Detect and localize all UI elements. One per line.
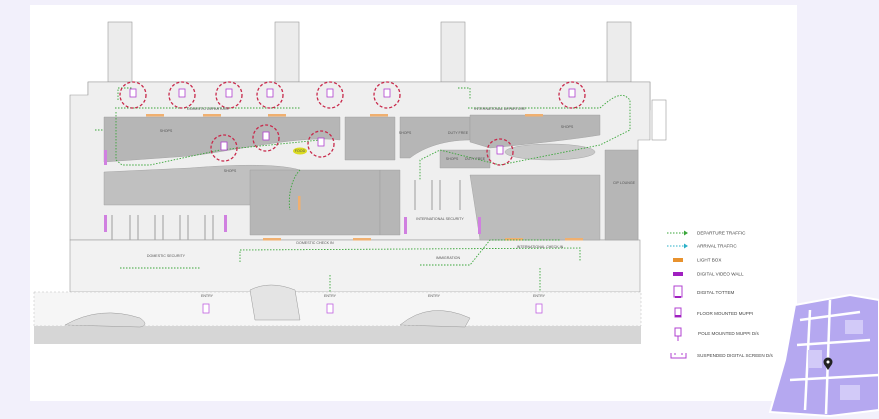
legend-label: LIGHT BOX bbox=[697, 258, 721, 263]
label-food: FOOD bbox=[295, 149, 306, 153]
label-shops: SHOPS bbox=[399, 131, 412, 135]
legend-label: SUSPENDED DIGITAL SCREEN D/s bbox=[697, 353, 774, 358]
label-duty-free: DUTY FREE bbox=[465, 157, 486, 161]
road-area bbox=[33, 284, 642, 344]
light-boxes bbox=[146, 114, 583, 241]
floor-muppi-icon bbox=[674, 307, 682, 318]
legend-label: ARRIVAL TRAFFIC bbox=[697, 244, 737, 249]
location-pin-icon bbox=[823, 357, 833, 370]
label-shops: SHOPS bbox=[561, 125, 574, 129]
video-walls bbox=[104, 150, 481, 234]
label-shops: SHOPS bbox=[160, 129, 173, 133]
label-entry: ENTRY bbox=[533, 294, 546, 298]
label-domestic-departure: DOMESTIC DEPARTURE bbox=[187, 107, 229, 111]
highlighted-muppi-markers bbox=[119, 81, 586, 166]
legend-label: DIGITAL TOTTEM bbox=[697, 290, 735, 295]
label-entry: ENTRY bbox=[428, 294, 441, 298]
city-map-illustration bbox=[768, 293, 879, 418]
label-duty-free: DUTY FREE bbox=[448, 131, 469, 135]
label-domestic-check-in: DOMESTIC CHECK IN bbox=[296, 241, 334, 245]
label-international-departure: INTERNATIONAL DEPARTURE bbox=[474, 107, 526, 111]
label-international-security: INTERNATIONAL SECURITY bbox=[416, 217, 464, 221]
arrival-arrow-icon bbox=[667, 243, 688, 249]
pole-muppi-icon bbox=[674, 327, 682, 341]
food-area bbox=[293, 147, 307, 155]
label-immigration: IMMIGRATION bbox=[436, 256, 460, 260]
legend: DEPARTURE TRAFFIC ARRIVAL TRAFFIC LIGHT … bbox=[667, 230, 774, 359]
departure-arrow-icon bbox=[667, 230, 688, 236]
legend-label: POLE MOUNTED MUPPI D/s bbox=[698, 331, 759, 336]
departure-traffic-paths bbox=[95, 87, 631, 292]
shop-blocks bbox=[103, 114, 639, 241]
label-domestic-security: DOMESTIC SECURITY bbox=[147, 254, 186, 258]
island bbox=[504, 143, 596, 161]
legend-label: DEPARTURE TRAFFIC bbox=[697, 231, 746, 236]
pole-muppi-icons bbox=[129, 88, 576, 155]
label-entry: ENTRY bbox=[324, 294, 337, 298]
label-entry: ENTRY bbox=[201, 294, 214, 298]
tottem-icon bbox=[673, 285, 683, 298]
security-lanes bbox=[111, 180, 461, 240]
legend-label: DIGITAL VIDEO WALL bbox=[697, 272, 744, 277]
label-shops: SHOPS bbox=[446, 157, 459, 161]
video-wall-icon bbox=[673, 272, 683, 276]
legend-label: FLOOR MOUNTED MUPPI bbox=[697, 311, 753, 316]
entry-tottems bbox=[202, 303, 543, 314]
light-box-icon bbox=[673, 258, 683, 262]
label-cip-lounge: CIP LOUNGE bbox=[613, 181, 636, 185]
label-international-check-in: INTERNATIONAL CHECK IN bbox=[517, 245, 564, 249]
label-shops: SHOPS bbox=[224, 169, 237, 173]
suspended-screen-icon bbox=[670, 353, 687, 359]
boarding-towers bbox=[107, 21, 632, 83]
